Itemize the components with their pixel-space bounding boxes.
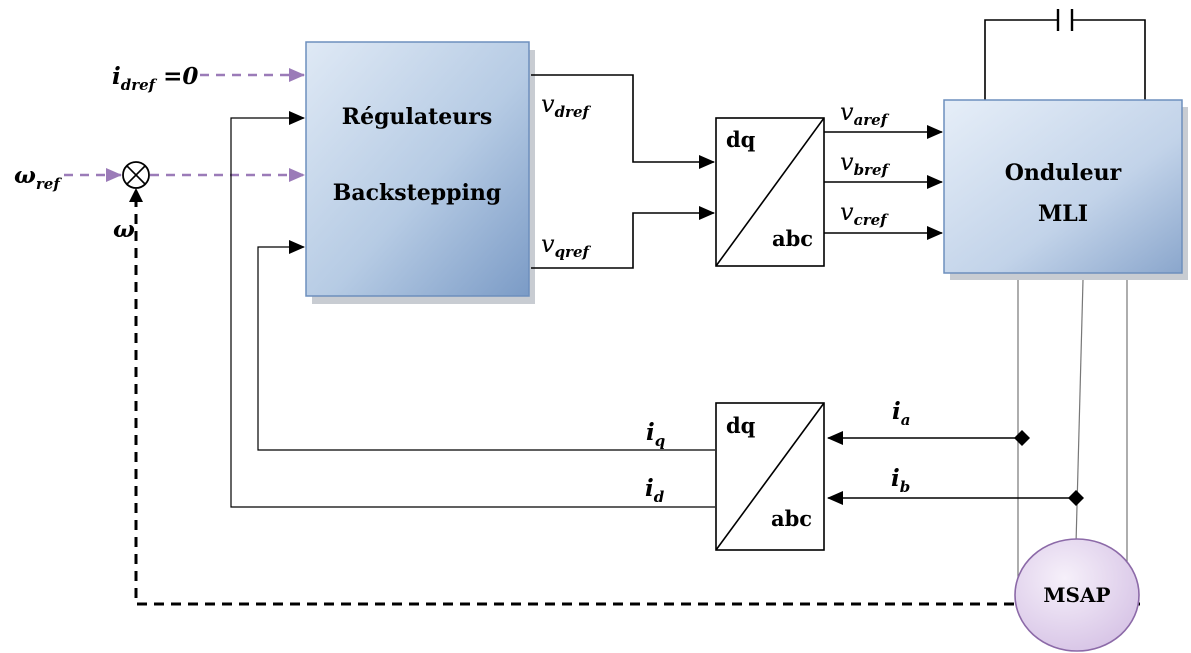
regulator-title-line2: Backstepping bbox=[333, 180, 502, 206]
omega-ref-input: ωref bbox=[14, 162, 305, 193]
ib-label: ib bbox=[891, 465, 910, 496]
inverter-block: Onduleur MLI bbox=[943, 99, 1188, 280]
park-transform-block: dq abc bbox=[715, 402, 825, 551]
inverse-park-bottom-label: abc bbox=[772, 226, 813, 251]
current-measurement-wires: ia ib bbox=[827, 398, 1084, 506]
msap-motor: MSAP bbox=[1014, 538, 1140, 652]
omega-label: ω bbox=[113, 216, 135, 243]
inverse-park-top-label: dq bbox=[726, 127, 756, 152]
voltage-reference-dq-wires: vdref vqref bbox=[531, 74, 715, 269]
vbref-label: vbref bbox=[840, 148, 890, 179]
inverse-park-transform-block: dq abc bbox=[715, 117, 825, 267]
park-bottom-label: abc bbox=[771, 506, 812, 531]
varef-label: varef bbox=[840, 98, 890, 129]
iq-label: iq bbox=[646, 419, 665, 450]
id-label: id bbox=[645, 475, 665, 506]
omega-ref-label: ωref bbox=[14, 162, 62, 193]
summing-junction bbox=[122, 161, 150, 189]
ia-label: ia bbox=[892, 398, 910, 429]
regulator-title-line1: Régulateurs bbox=[342, 104, 492, 130]
dc-link-capacitor bbox=[984, 9, 1146, 100]
backstepping-regulator-block: Régulateurs Backstepping bbox=[305, 41, 535, 304]
vdref-label: vdref bbox=[541, 90, 591, 121]
inverter-title-line1: Onduleur bbox=[1005, 160, 1122, 186]
park-top-label: dq bbox=[726, 413, 756, 438]
idref-label: idref =0 bbox=[112, 63, 198, 94]
vcref-label: vcref bbox=[840, 198, 889, 229]
motor-label: MSAP bbox=[1043, 583, 1110, 607]
current-feedback-wires: iq id bbox=[230, 111, 715, 508]
vqref-label: vqref bbox=[541, 230, 591, 261]
idref-input: idref =0 bbox=[112, 63, 305, 94]
voltage-reference-abc-wires: varef vbref vcref bbox=[824, 98, 943, 240]
phase-wires bbox=[1017, 279, 1128, 578]
inverter-title-line2: MLI bbox=[1038, 201, 1088, 227]
